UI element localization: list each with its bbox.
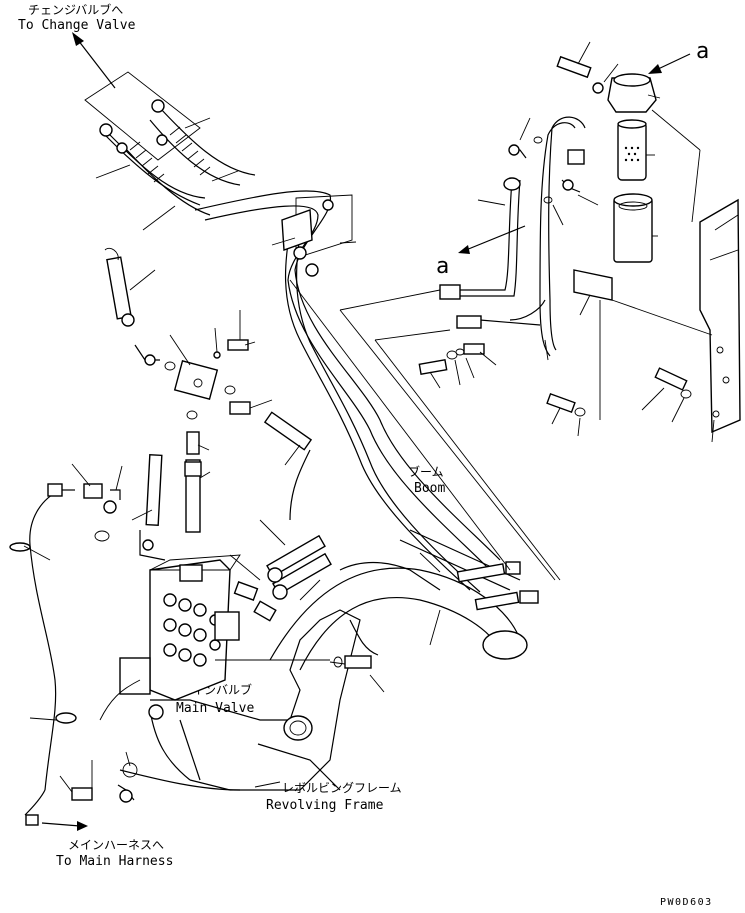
arrow-to-main-harness (41, 821, 88, 831)
revolving-frame-label-en: Revolving Frame (266, 798, 384, 813)
filter-piping (418, 116, 613, 437)
drawing-code: PW0D603 (660, 897, 713, 908)
wiring-harness-left (9, 463, 141, 826)
valve-side-fittings (94, 247, 313, 581)
boom-hose-run (194, 190, 501, 593)
boom-label-jp: ブーム (408, 464, 444, 479)
area-outline (289, 279, 561, 693)
hose-sleeve-hatching (129, 126, 211, 183)
valve-to-boom-hoses (233, 534, 332, 622)
view-a-label-top: a (696, 39, 709, 64)
revolving-frame (119, 609, 361, 791)
view-a-label-left: a (436, 254, 449, 279)
change-valve-label-en: To Change Valve (18, 18, 136, 33)
main-valve-label-en: Main Valve (176, 701, 254, 716)
return-filter-assembly (556, 41, 701, 263)
change-valve-label-jp: チェンジバルブへ (28, 2, 123, 17)
change-valve-hose-bundle (84, 71, 256, 231)
main-harness-label-jp: メインハーネスへ (68, 838, 164, 852)
arrow-view-a-top (648, 53, 691, 74)
boom-structure (269, 529, 539, 671)
arrow-view-a-left (458, 225, 526, 254)
revolving-frame-label-jp: レボルビングフレーム (282, 781, 402, 795)
mounting-bracket (611, 198, 741, 443)
boom-label-en: Boom (414, 481, 445, 496)
main-valve-assembly (119, 554, 330, 720)
arrow-to-change-valve (72, 32, 116, 89)
filter-perforation (624, 146, 640, 162)
main-harness-label-en: To Main Harness (56, 854, 173, 869)
